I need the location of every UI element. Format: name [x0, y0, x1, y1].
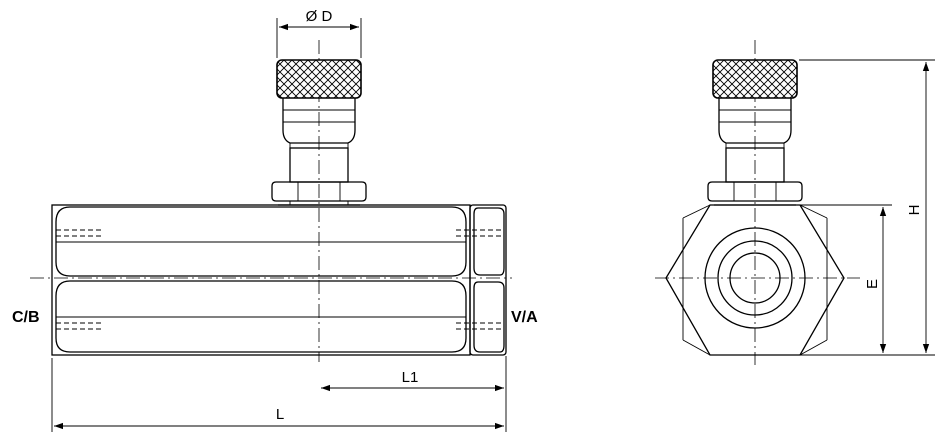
- h-label: H: [906, 205, 923, 216]
- port-label-left: C/B: [12, 309, 40, 326]
- valve-body: [51, 204, 504, 356]
- dimension-l1: L1: [321, 356, 507, 394]
- e-label: E: [864, 279, 881, 289]
- diameter-label: Ø D: [306, 8, 333, 25]
- dimension-h: H: [799, 59, 935, 356]
- dimension-l: L: [51, 358, 507, 432]
- side-knurled-knob: [712, 59, 798, 99]
- l-label: L: [276, 406, 284, 423]
- front-view: C/B V/A Ø D L1 L: [12, 8, 538, 432]
- side-view: E H: [655, 40, 935, 365]
- dimension-diameter: Ø D: [276, 8, 362, 58]
- l1-label: L1: [402, 369, 419, 386]
- side-hex-body: [665, 204, 845, 356]
- knurled-knob: [276, 59, 362, 99]
- port-label-right: V/A: [511, 309, 538, 326]
- end-fitting: [469, 204, 507, 356]
